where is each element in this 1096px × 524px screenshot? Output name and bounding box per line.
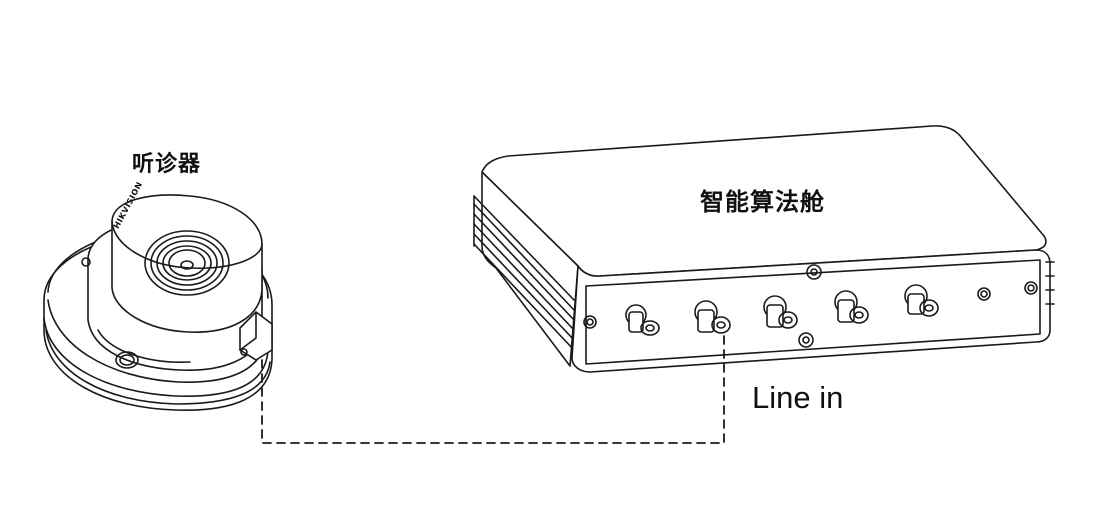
stethoscope-label: 听诊器 — [132, 152, 202, 177]
connector-port-icon — [834, 290, 869, 324]
algorithm-box-icon — [473, 125, 1055, 373]
connector-port-icon — [904, 284, 939, 317]
connector-port-icon — [625, 304, 660, 336]
line-in-label: Line in — [752, 380, 844, 415]
algorithm-box-label: 智能算法舱 — [700, 188, 825, 216]
screw-icon — [806, 264, 822, 280]
screw-icon — [1024, 281, 1038, 295]
stethoscope-icon — [43, 194, 273, 411]
screw-icon — [583, 315, 597, 329]
audio-cable-line — [261, 329, 725, 444]
connector-port-icon — [763, 295, 798, 329]
screw-icon — [798, 332, 814, 348]
screw-icon — [240, 348, 248, 356]
indicator-icon — [977, 287, 991, 301]
screw-icon — [81, 257, 91, 267]
screw-icon — [115, 351, 139, 369]
connector-port-icon — [694, 300, 731, 334]
